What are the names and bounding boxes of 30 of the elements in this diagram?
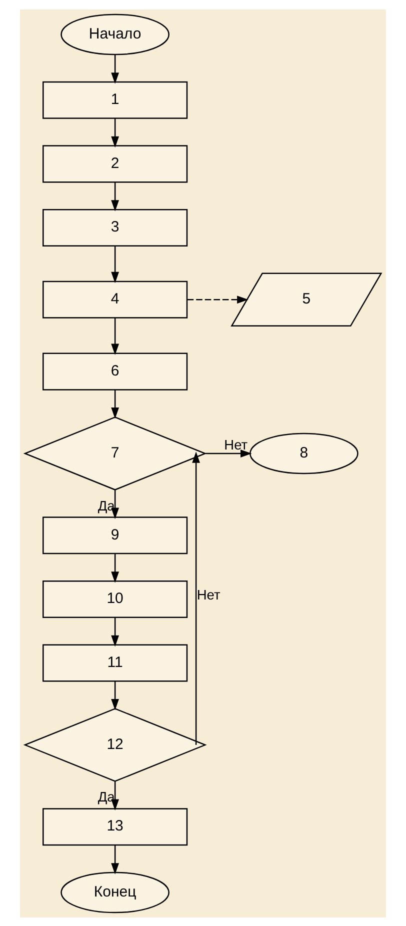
edge-label: Нет [196,587,220,602]
arrow [206,449,252,457]
edge-label: Нет [224,436,248,452]
arrow [111,553,119,582]
arrow [111,245,119,283]
node-box: 11 [42,644,188,682]
node-box: 4 [42,280,188,318]
node-box: 1 [42,80,188,118]
arrow [111,118,119,148]
node-box: 13 [42,808,188,846]
arrow [111,617,119,646]
arrow [187,295,248,304]
node-ellipse: Начало [60,13,170,55]
arrow [111,389,119,418]
node-box: 9 [42,516,188,554]
node-ellipse: Конец [60,871,170,913]
arrow [111,54,119,84]
node-box: 6 [42,352,188,390]
node-ellipse: 8 [250,432,358,474]
node-box: 3 [42,208,188,246]
node-diamond: 12 [23,707,207,782]
arrow [111,317,119,355]
arrow [192,451,200,744]
node-diamond: 7 [23,416,207,490]
node-box: 2 [42,144,188,182]
arrow [111,781,119,810]
arrow [111,844,119,874]
arrow [111,680,119,710]
arrow [111,182,119,211]
node-box: 10 [42,580,188,618]
